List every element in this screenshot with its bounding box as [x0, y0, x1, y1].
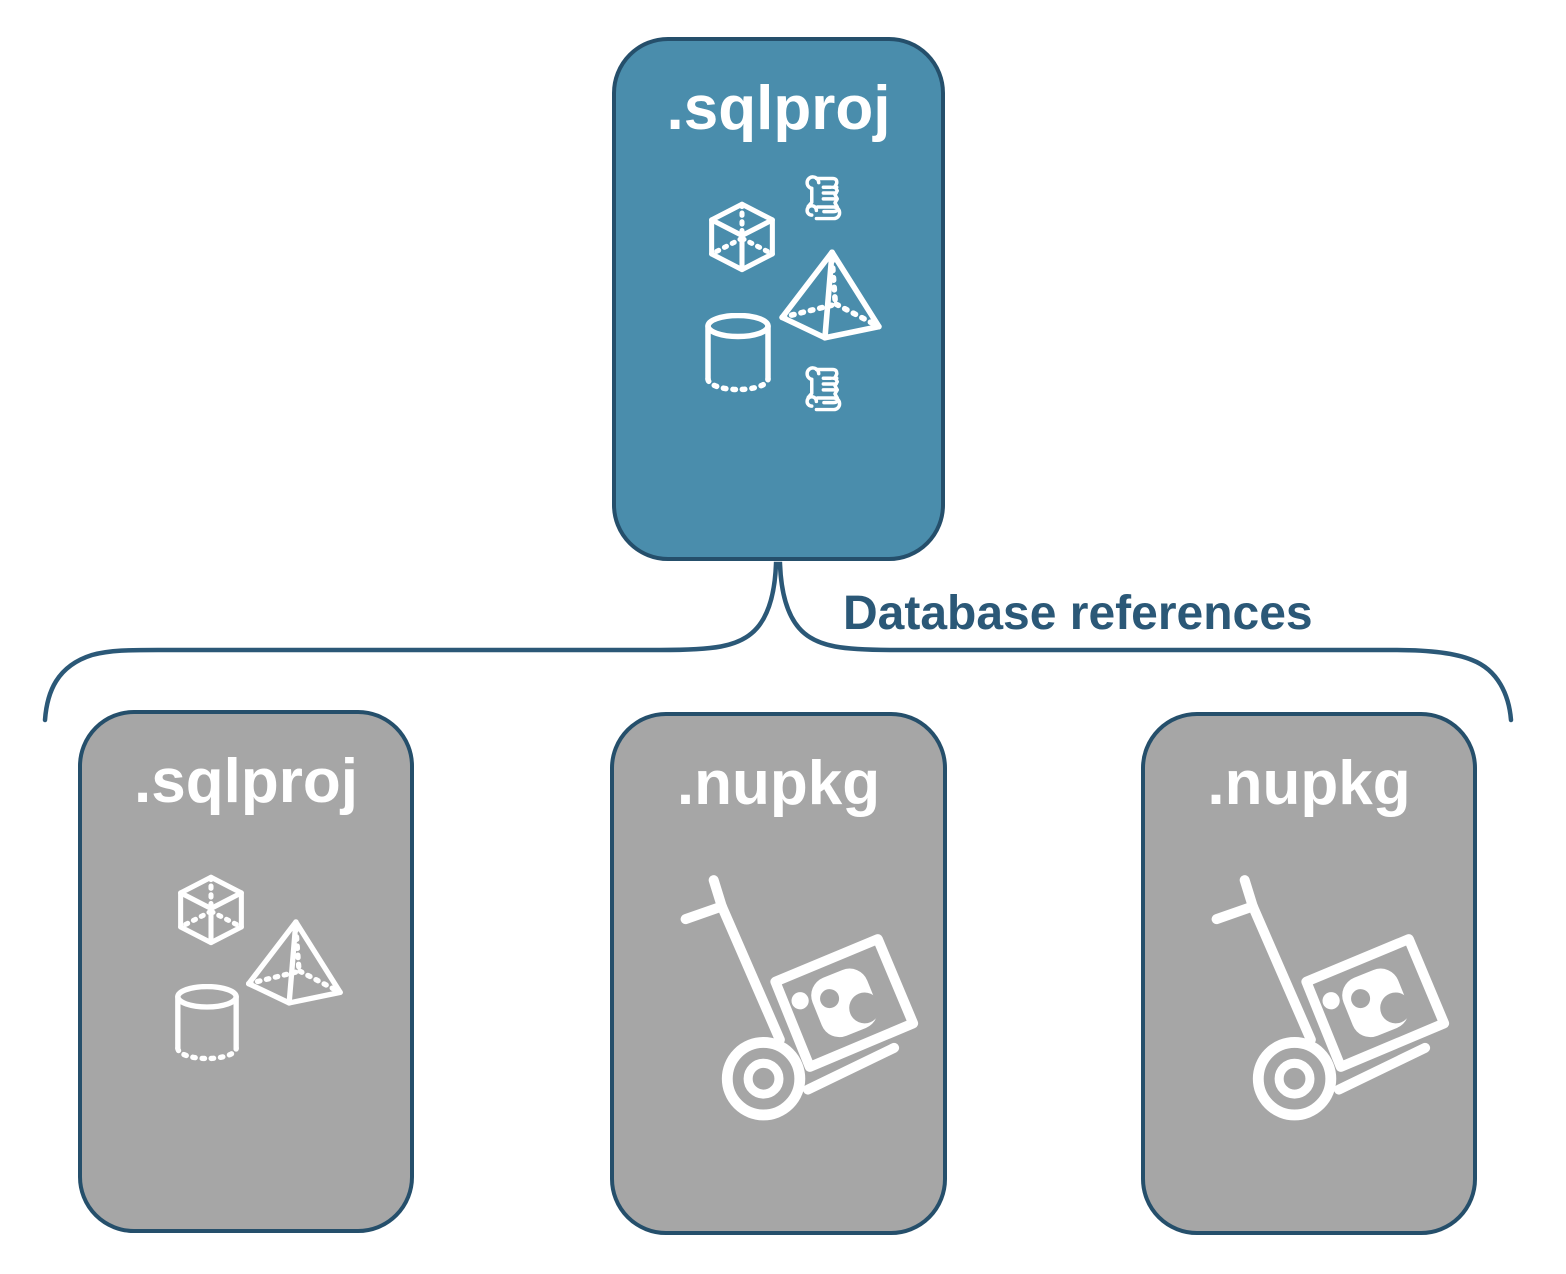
script-scroll-icon — [805, 175, 842, 221]
root-card-title: .sqlproj — [666, 74, 891, 143]
child-card-title: .nupkg — [676, 749, 881, 818]
child-sqlproj-card: .sqlproj — [78, 710, 414, 1233]
script-scroll-icon — [805, 366, 842, 412]
child-nupkg-card: .nupkg — [1141, 712, 1477, 1235]
hand-truck-package-icon — [662, 862, 934, 1134]
child-card-title: .sqlproj — [134, 747, 358, 816]
cylinder-icon — [172, 984, 242, 1064]
pyramid-icon — [773, 246, 885, 343]
pyramid-icon — [240, 916, 346, 1008]
cylinder-icon — [702, 313, 774, 395]
child-card-title: .nupkg — [1207, 749, 1411, 818]
root-sqlproj-card: .sqlproj — [612, 37, 945, 561]
database-references-label: Database references — [843, 587, 1313, 640]
child-nupkg-card: .nupkg — [610, 712, 947, 1235]
hand-truck-package-icon — [1193, 862, 1465, 1134]
